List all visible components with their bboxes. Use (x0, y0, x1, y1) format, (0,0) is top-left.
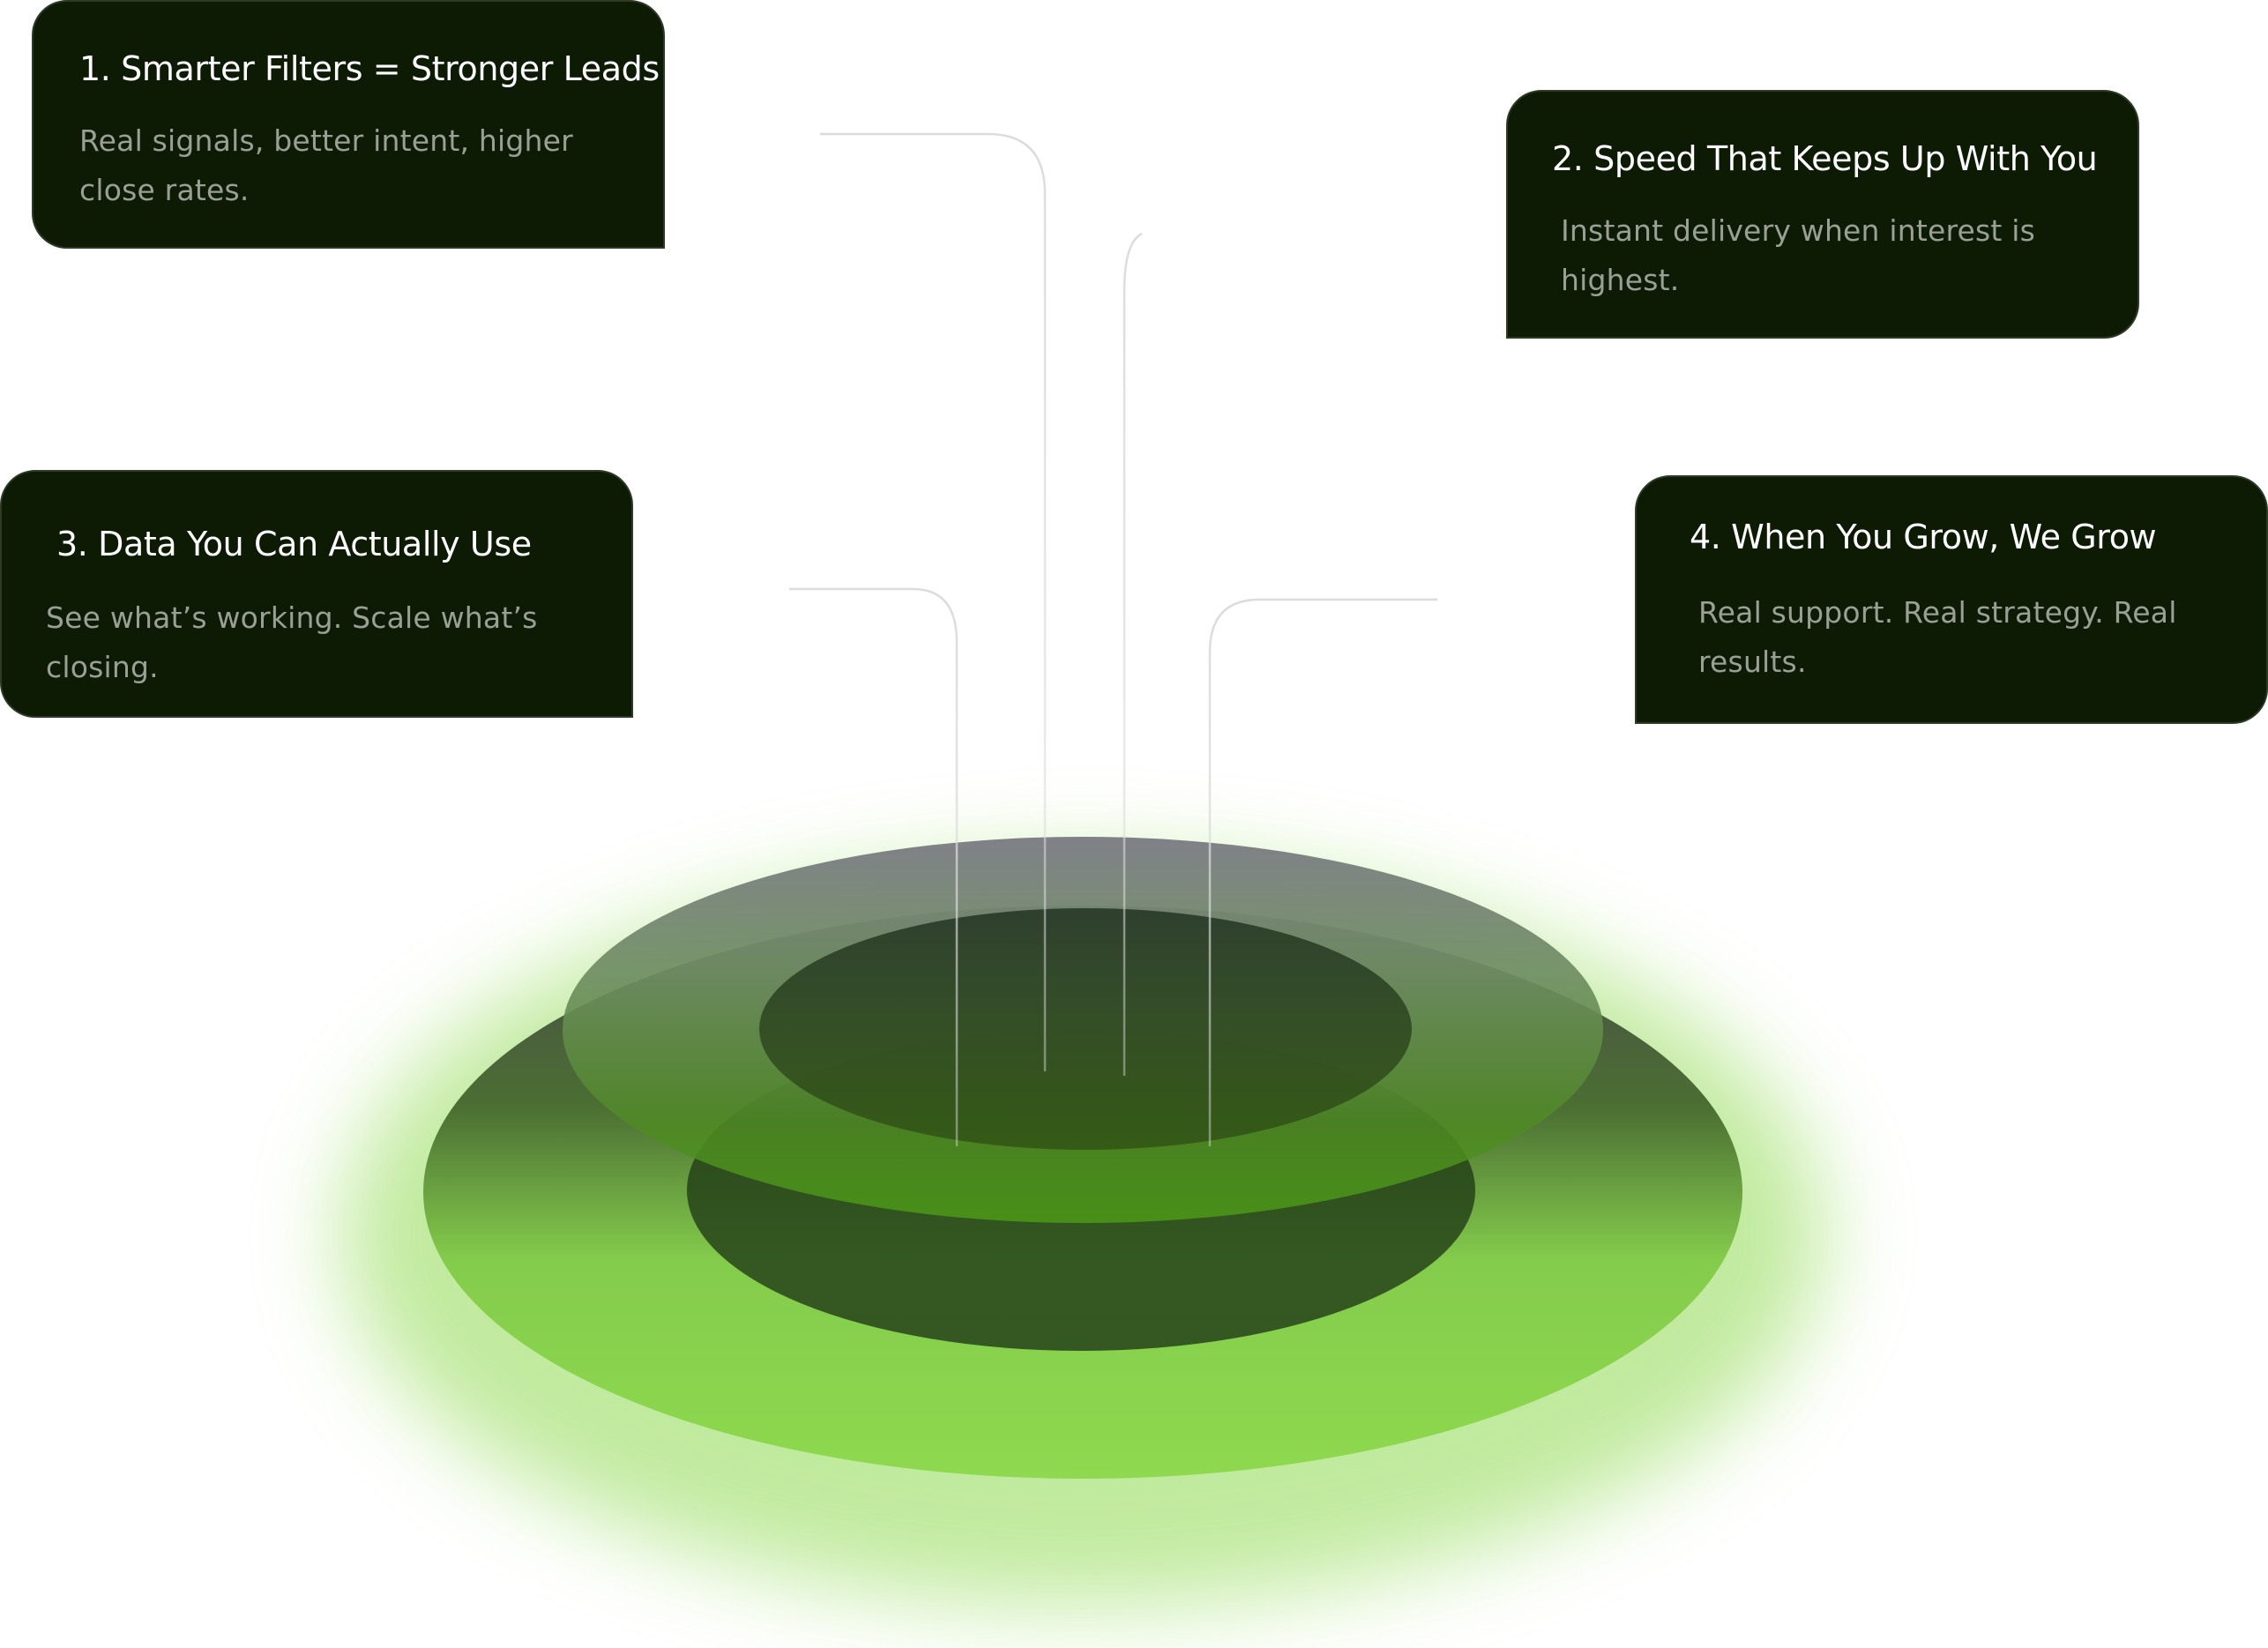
connector-lines (789, 132, 1437, 1146)
connector-line-4 (1208, 598, 1437, 1146)
feature-card-1-heading: Smarter Filters = Stronger Leads (121, 49, 660, 88)
feature-card-1-number: 1. (79, 49, 111, 88)
connector-line-2 (1123, 232, 1143, 1076)
feature-card-1: 1. Smarter Filters = Stronger Leads Real… (32, 0, 665, 249)
feature-card-2-number: 2. (1552, 139, 1584, 178)
feature-card-4-title: 4. When You Grow, We Grow (1690, 518, 2157, 558)
feature-card-4: 4. When You Grow, We Grow Real support. … (1635, 475, 2268, 724)
feature-card-3: 3. Data You Can Actually Use See what’s … (0, 470, 633, 718)
feature-card-1-description: Real signals, better intent, higher clos… (79, 123, 573, 207)
feature-card-2-description: Instant delivery when interest is highes… (1561, 213, 2036, 297)
feature-card-4-heading: When You Grow, We Grow (1731, 518, 2157, 556)
feature-card-1-title: 1. Smarter Filters = Stronger Leads (79, 49, 660, 90)
feature-card-3-number: 3. (56, 525, 88, 563)
feature-card-2-heading: Speed That Keeps Up With You (1593, 139, 2098, 178)
feature-card-2: 2. Speed That Keeps Up With You Instant … (1506, 90, 2139, 339)
feature-card-4-number: 4. (1690, 518, 1721, 556)
feature-card-3-description: See what’s working. Scale what’s closing… (46, 600, 538, 684)
feature-card-4-description: Real support. Real strategy. Real result… (1698, 595, 2177, 679)
feature-card-2-title: 2. Speed That Keeps Up With You (1552, 139, 2098, 180)
feature-card-3-title: 3. Data You Can Actually Use (56, 525, 532, 565)
feature-card-3-heading: Data You Can Actually Use (98, 525, 532, 563)
connector-line-3 (789, 587, 959, 1146)
platform-top-inner-disc (759, 908, 1412, 1150)
connector-line-1 (820, 132, 1047, 1071)
